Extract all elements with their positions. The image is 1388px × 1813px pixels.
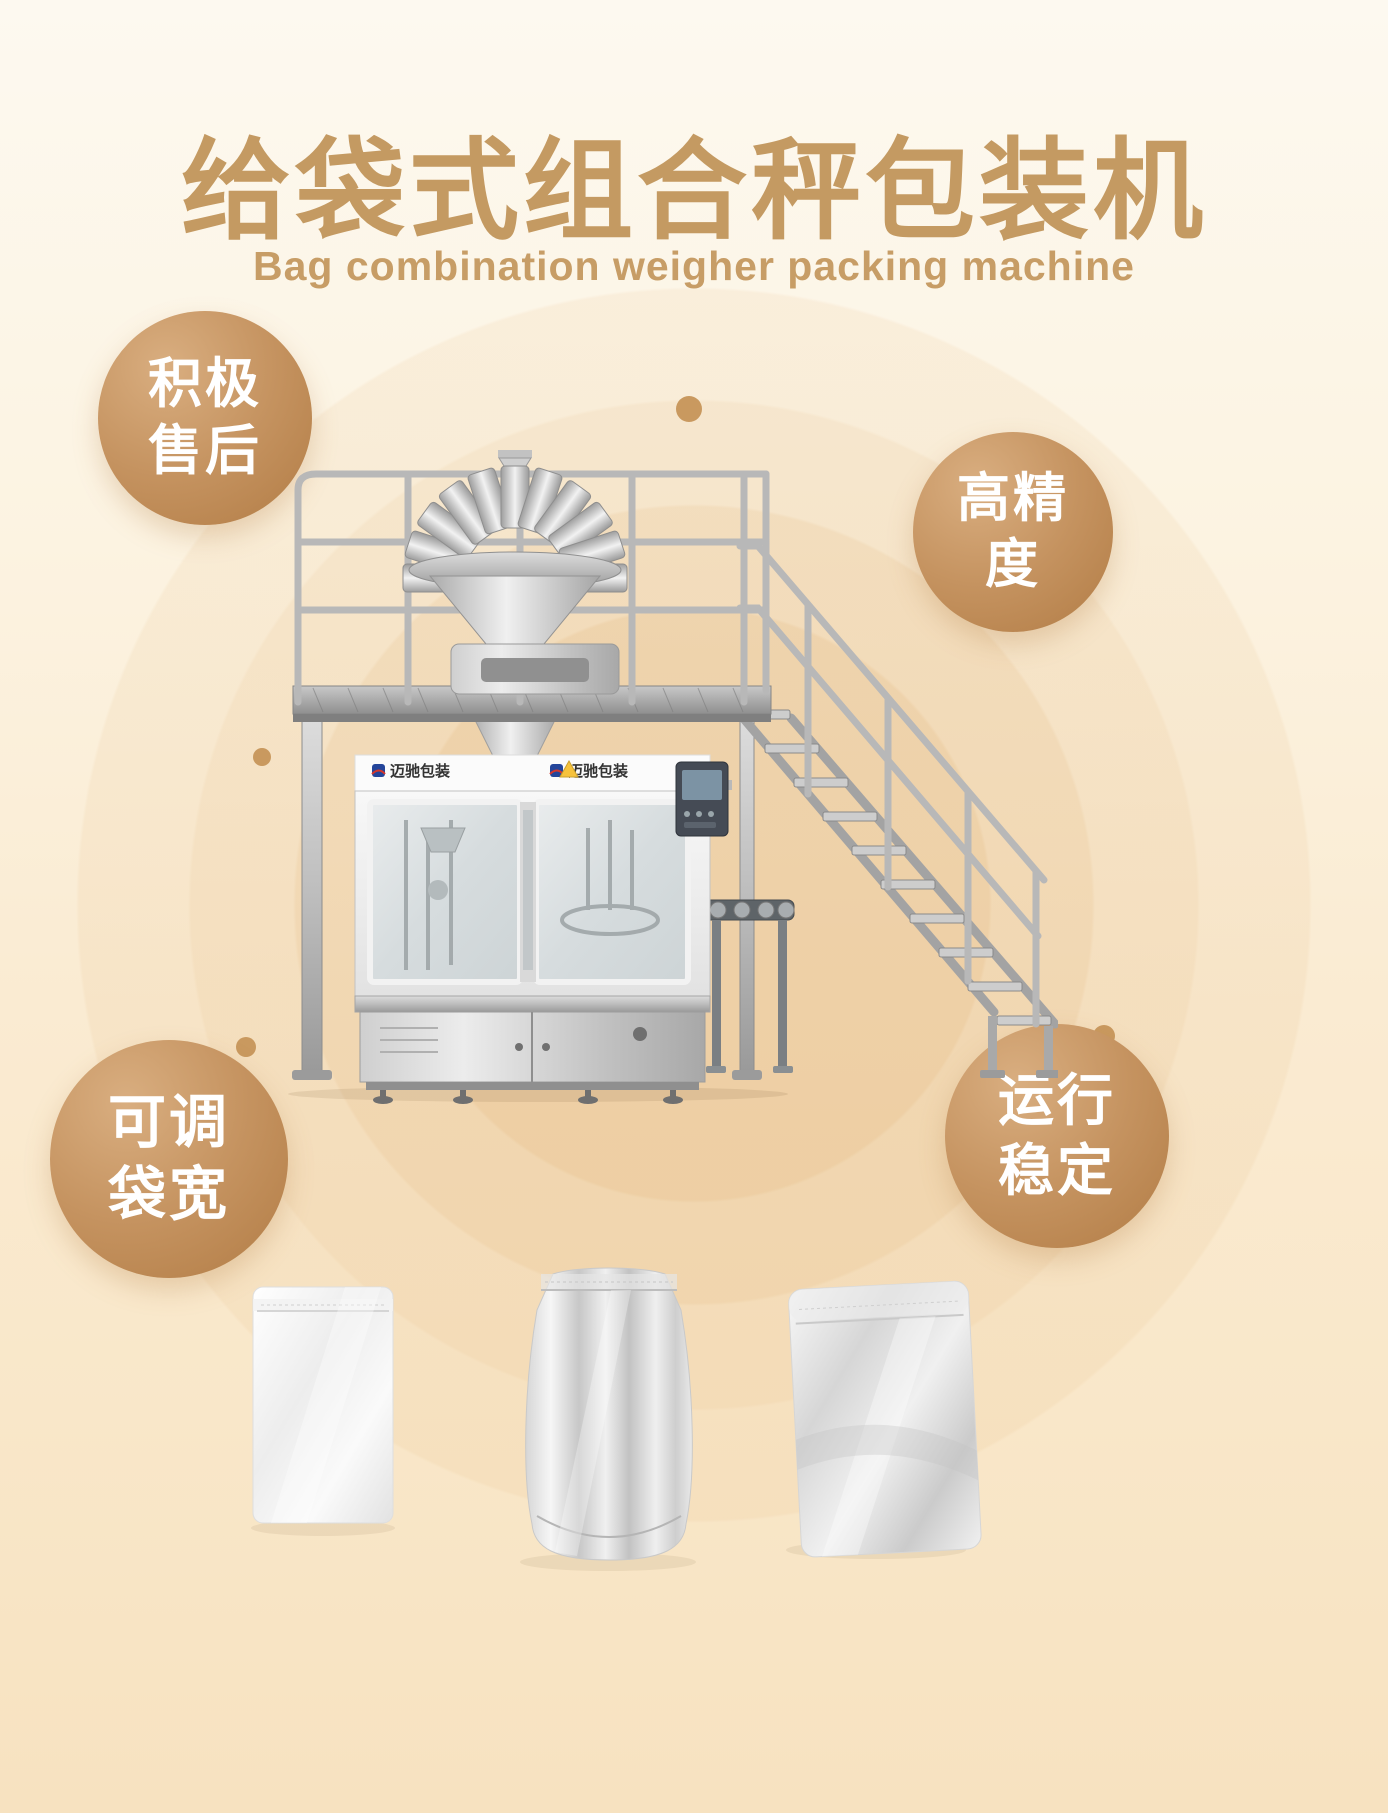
badge-adjustable-bag-width-line1: 可调 (107, 1089, 230, 1155)
warning-label (559, 759, 579, 778)
outfeed-conveyor (701, 899, 795, 1073)
machine-banner (354, 754, 711, 792)
badge-adjustable-bag-width-line2: 袋宽 (107, 1162, 230, 1227)
badge-stable-operation-line2: 稳定 (998, 1139, 1116, 1202)
badge-high-precision-line2: 度 (985, 535, 1041, 594)
bag-samples (251, 1267, 982, 1571)
flat-foil-bag-image (788, 1280, 982, 1558)
stand-up-pouch-image (525, 1267, 693, 1561)
platform-legs (292, 719, 762, 1080)
brand-text-left: 迈驰包装 (390, 762, 451, 780)
flat-sachet-image (252, 1286, 394, 1524)
machine-feet (373, 1090, 683, 1104)
badge-high-precision-line1: 高精 (957, 468, 1069, 528)
badge-after-sales: 积极 售后 (98, 311, 312, 525)
badge-stable-operation-line1: 运行 (998, 1069, 1116, 1132)
badge-high-precision: 高精 度 (913, 432, 1113, 632)
decor-dot (253, 748, 271, 766)
control-panel (675, 761, 732, 837)
brand-logo-left: 迈驰包装 (371, 762, 451, 780)
badge-stable-operation: 运行 稳定 (945, 1024, 1169, 1248)
machine-body: 迈驰包装 迈驰包装 (354, 754, 732, 1104)
page-title: 给袋式组合秤包装机 (181, 129, 1207, 253)
multihead-weigher (402, 450, 628, 695)
weigher-heads (402, 465, 628, 593)
badge-after-sales-line2: 售后 (148, 421, 262, 481)
badge-after-sales-line1: 积极 (148, 353, 262, 414)
machine-photo: 迈驰包装 迈驰包装 (288, 450, 1058, 1104)
decor-dot (236, 1037, 256, 1057)
page-subtitle: Bag combination weigher packing machine (253, 243, 1135, 289)
decor-dot (676, 396, 702, 422)
hmi-screen (682, 770, 722, 800)
badge-adjustable-bag-width: 可调 袋宽 (50, 1040, 288, 1278)
brand-text-right: 迈驰包装 (568, 762, 629, 780)
